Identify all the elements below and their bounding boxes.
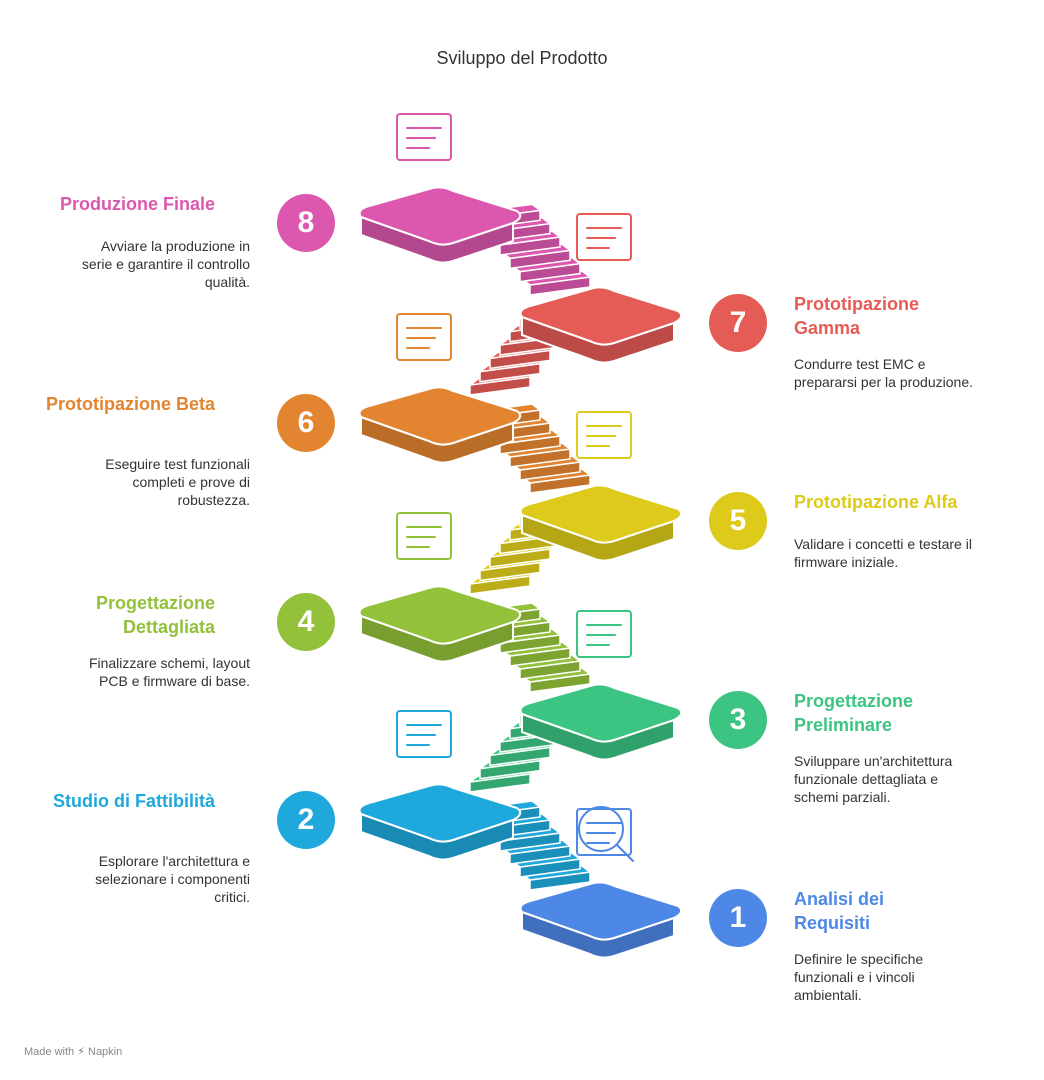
- platform-5: [519, 484, 683, 562]
- step-badge-4: 4: [277, 593, 335, 651]
- platform-8: [358, 186, 522, 264]
- step-desc-8: Avviare la produzione in serie e garanti…: [81, 238, 250, 290]
- step-badge-3: 3: [709, 691, 767, 749]
- document-search-icon: [576, 806, 634, 862]
- blueprint-pencil-icon: [576, 610, 632, 658]
- engineer-monitor-icon: [396, 512, 452, 560]
- package-prototype-icon: [576, 213, 632, 261]
- step-badge-2: 2: [277, 791, 335, 849]
- page-title: Sviluppo del Prodotto: [436, 48, 608, 68]
- step-desc-2: Esplorare l'architettura e selezionare i…: [95, 853, 250, 905]
- step-title-5: Prototipazione Alfa: [794, 492, 958, 512]
- step-desc-4: Finalizzare schemi, layout PCB e firmwar…: [88, 655, 250, 689]
- step-title-4: Progettazione Dettagliata: [95, 593, 215, 637]
- platform-2: [358, 783, 522, 861]
- step-desc-5: Validare i concetti e testare il firmwar…: [794, 536, 972, 570]
- step-title-2: Studio di Fattibilità: [53, 791, 215, 811]
- platform-4: [358, 585, 522, 663]
- step-badge-7: 7: [709, 294, 767, 352]
- platform-3: [519, 683, 683, 761]
- floor-plan-icon: [576, 411, 632, 459]
- step-title-6: Prototipazione Beta: [45, 394, 215, 414]
- step-badge-8: 8: [277, 194, 335, 252]
- platform-6: [358, 386, 522, 464]
- step-desc-3: Sviluppare un'architettura funzionale de…: [794, 753, 953, 805]
- production-line-icon: [396, 113, 452, 161]
- platform-1: [519, 881, 683, 959]
- step-title-3: Progettazione Preliminare: [794, 691, 914, 735]
- step-title-7: Prototipazione Gamma: [794, 294, 919, 338]
- step-badge-1: 1: [709, 889, 767, 947]
- napkin-brand-text: Napkin: [88, 1046, 123, 1058]
- step-badge-5: 5: [709, 492, 767, 550]
- step-desc-1: Definire le specifiche funzionali e i vi…: [794, 951, 924, 1003]
- circuit-idea-icon: [396, 710, 452, 758]
- step-title-8: Produzione Finale: [59, 194, 215, 214]
- napkin-logo-icon: ⚡: [77, 1046, 85, 1058]
- made-with-text: Made with: [24, 1046, 75, 1058]
- made-with-footer: Made with ⚡ Napkin: [24, 1045, 122, 1058]
- step-desc-6: Eseguire test funzionali completi e prov…: [105, 456, 250, 508]
- step-badge-6: 6: [277, 394, 335, 452]
- step-title-1: Analisi dei Requisiti: [794, 889, 885, 933]
- step-desc-7: Condurre test EMC e prepararsi per la pr…: [794, 356, 973, 390]
- control-panel-icon: [396, 313, 452, 361]
- platform-7: [519, 286, 683, 364]
